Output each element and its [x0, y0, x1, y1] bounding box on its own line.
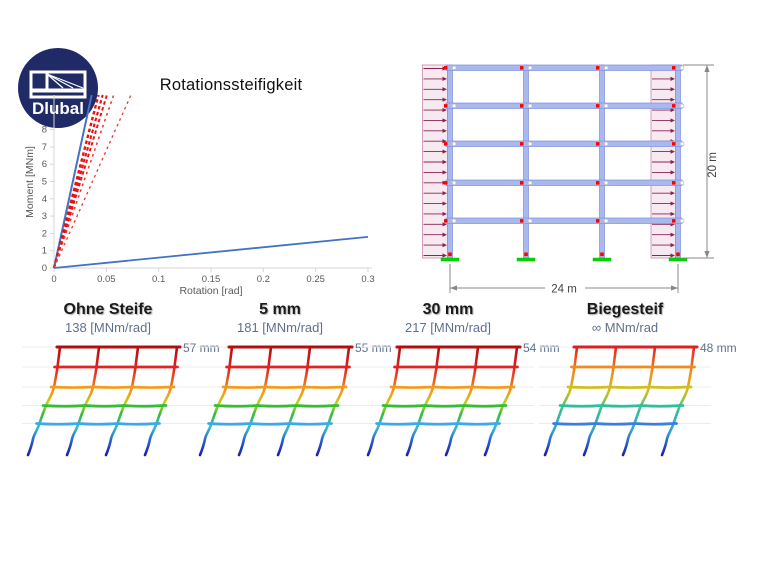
- case-stiffness: ∞ MNm/rad: [591, 320, 659, 335]
- x-tick-label: 0.3: [361, 274, 374, 285]
- case-title: 5 mm: [259, 301, 301, 318]
- case-displacement: 57 mm: [183, 341, 220, 355]
- case-group-30mm: 30 mm 217 [MNm/rad] 54 mm: [362, 300, 560, 475]
- y-axis-label: Moment [MNm]: [24, 146, 36, 218]
- dlubal-logo: Dlubal: [18, 48, 98, 128]
- series-ohne-steife-solid-blue: [53, 235, 369, 269]
- series-biegesteif-solid-blue: [53, 94, 93, 269]
- y-tick-label: 5: [42, 177, 47, 188]
- case-displacement: 48 mm: [700, 341, 737, 355]
- y-tick-label: 1: [42, 246, 47, 257]
- chart-title: Rotationssteifigkeit: [159, 76, 303, 94]
- y-tick-label: 3: [42, 211, 47, 222]
- case-displacement: 55 mm: [355, 341, 392, 355]
- moment-rotation-chart: Rotationssteifigkeit Rotation [rad] Mome…: [20, 55, 400, 305]
- case-title: Ohne Steife: [63, 301, 153, 318]
- x-tick-label: 0.25: [306, 274, 325, 285]
- y-tick-label: 4: [42, 194, 47, 205]
- x-tick-label: 0: [51, 274, 56, 285]
- bridge-icon: Dlubal: [29, 70, 87, 118]
- case-group-5mm: 5 mm 181 [MNm/rad] 55 mm: [194, 300, 392, 475]
- logo-wordmark: Dlubal: [32, 99, 84, 118]
- x-tick-label: 0.2: [257, 274, 270, 285]
- y-tick-label: 6: [42, 159, 47, 170]
- case-stiffness: 217 [MNm/rad]: [405, 320, 491, 335]
- width-dimension-label: 24 m: [551, 284, 577, 296]
- series-rotational-spring-dashed-1: [52, 94, 100, 269]
- series-rotational-spring-dashed-5: [53, 94, 132, 269]
- case-stiffness: 138 [MNm/rad]: [65, 320, 151, 335]
- y-tick-label: 0: [42, 263, 47, 274]
- deformed-frame-svg: [539, 345, 711, 457]
- case-group-biegesteif: Biegesteif ∞ MNm/rad 48 mm: [539, 300, 737, 475]
- height-dimension-label: 20 m: [707, 152, 719, 178]
- case-group-ohne-steife: Ohne Steife 138 [MNm/rad] 57 mm: [22, 300, 220, 475]
- y-tick-label: 8: [42, 125, 47, 136]
- x-tick-label: 0.05: [97, 274, 116, 285]
- series-rotational-spring-dashed-3: [53, 94, 108, 269]
- y-tick-label: 2: [42, 228, 47, 239]
- case-title: Biegesteif: [586, 301, 664, 318]
- deformed-frame-svg: [194, 345, 366, 457]
- series-rotational-spring-dashed-4: [53, 94, 115, 269]
- x-tick-label: 0.15: [202, 274, 221, 285]
- x-axis-label: Rotation [rad]: [179, 285, 242, 297]
- x-tick-label: 0.1: [152, 274, 165, 285]
- y-tick-label: 7: [42, 142, 47, 153]
- series-rotational-spring-dashed-2: [52, 94, 104, 269]
- case-displacement: 54 mm: [523, 341, 560, 355]
- deformed-frame-svg: [362, 345, 534, 457]
- deformed-frame-svg: [22, 345, 194, 457]
- chart-canvas: Rotation [rad] Moment [MNm] 0 0.05 0.1 0.15…: [24, 94, 375, 297]
- frame-load-diagram: 24 m 20 m: [422, 64, 719, 296]
- case-title: 30 mm: [422, 301, 474, 318]
- case-stiffness: 181 [MNm/rad]: [237, 320, 323, 335]
